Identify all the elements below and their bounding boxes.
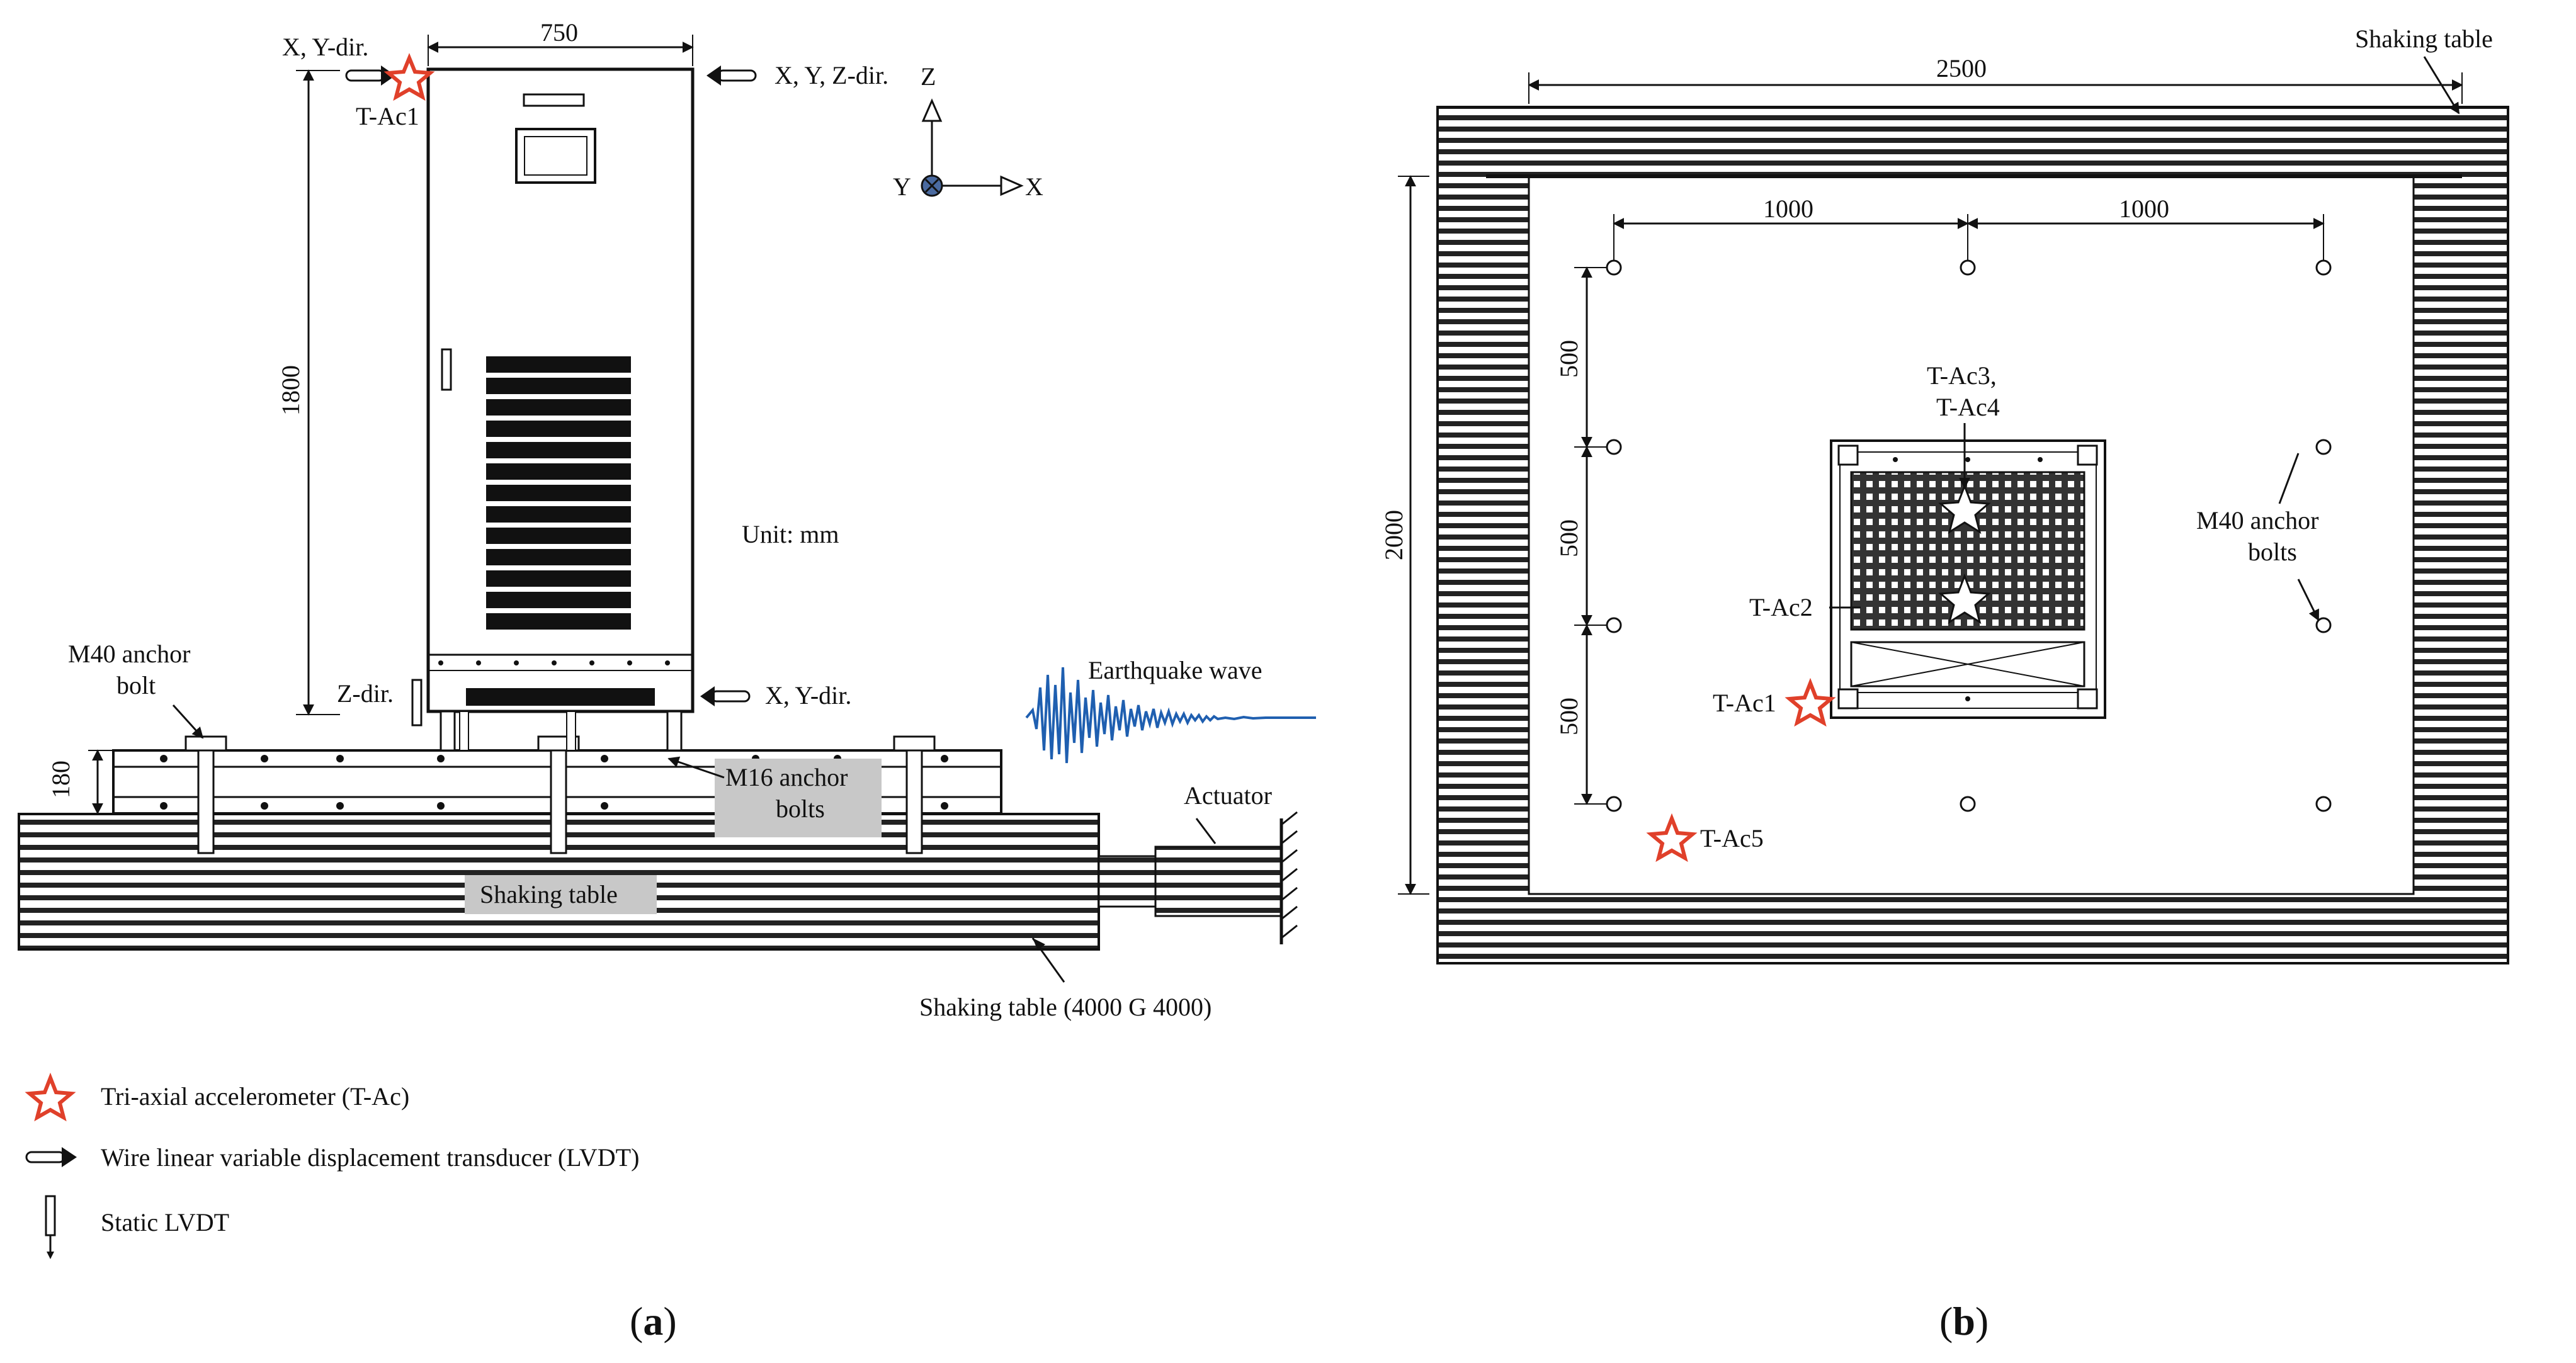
dim-500-top: 500 — [1555, 340, 1583, 378]
m40-label-a-line2: bolt — [116, 671, 156, 699]
axis-y-label: Y — [893, 172, 911, 201]
earthquake-wave-label: Earthquake wave — [1088, 656, 1262, 684]
dim-1000-left: 1000 — [1763, 195, 1813, 223]
tac1-label-b: T-Ac1 — [1713, 689, 1776, 717]
tac1-label-a: T-Ac1 — [356, 102, 419, 130]
arrow-icon — [25, 1147, 77, 1167]
dim-1000-right: 1000 — [2119, 195, 2169, 223]
xy-dir-bottom: X, Y-dir. — [765, 681, 851, 710]
cabinet-top-view — [1830, 439, 2106, 719]
m40-bolts-a — [184, 735, 936, 854]
caption-b: (b) — [1939, 1299, 1989, 1343]
accelerometer-star-icon — [1938, 573, 1991, 625]
caption-a: (a) — [630, 1299, 677, 1343]
axis-z-label: Z — [921, 62, 936, 91]
shaking-table-label-a: Shaking table — [480, 880, 618, 908]
vent-grille — [466, 356, 655, 706]
accelerometer-star-icon — [383, 53, 435, 101]
xy-dir-top-left: X, Y-dir. — [282, 33, 368, 61]
z-dir-label: Z-dir. — [337, 679, 394, 708]
legend-static-lvdt: Static LVDT — [101, 1208, 229, 1236]
m40-label-b-line2: bolts — [2248, 538, 2297, 566]
axis-x-label: X — [1025, 172, 1043, 201]
m40-bolts-b — [1606, 259, 2332, 812]
tac34-line1: T-Ac3, — [1927, 361, 1997, 390]
actuator — [1098, 811, 1298, 944]
static-lvdt-icon — [45, 1195, 56, 1259]
m16-label-line2: bolts — [776, 795, 825, 823]
accelerometer-star-icon — [1938, 483, 1991, 534]
star-icon — [25, 1072, 76, 1122]
shaking-table-size-label: Shaking table (4000 G 4000) — [919, 993, 1211, 1021]
legend-wire-lvdt: Wire linear variable displacement transd… — [101, 1143, 639, 1172]
unit-label: Unit: mm — [742, 520, 839, 548]
dim-2000: 2000 — [1380, 510, 1408, 560]
panel-a: Actuator Shaking table M16 anchor bolts — [18, 18, 1316, 1343]
dim-500-bottom: 500 — [1555, 698, 1583, 735]
shaking-table-label-b: Shaking table — [2355, 25, 2493, 53]
cabinet — [426, 67, 695, 752]
dim-1800: 1800 — [276, 365, 305, 416]
xyz-dir-top-right: X, Y, Z-dir. — [775, 61, 888, 89]
dim-750: 750 — [540, 18, 578, 47]
legend: Tri-axial accelerometer (T-Ac) Wire line… — [25, 1072, 639, 1259]
earthquake-wave — [1025, 667, 1316, 764]
shaking-table-label-box — [465, 875, 657, 914]
axes-icon — [921, 98, 1024, 197]
static-lvdt-a — [411, 679, 423, 727]
dim-180: 180 — [47, 761, 75, 798]
m40-label-a-line1: M40 anchor — [68, 640, 190, 668]
tac34-line2: T-Ac4 — [1936, 393, 2000, 421]
dim-500-mid: 500 — [1555, 519, 1583, 557]
panel-b: Shaking table 2500 2000 1000 1000 500 50… — [1380, 25, 2509, 1343]
tac2-label: T-Ac2 — [1749, 593, 1813, 621]
accelerometer-star-icon — [1646, 813, 1698, 862]
legend-accelerometer: Tri-axial accelerometer (T-Ac) — [101, 1082, 409, 1111]
accelerometer-star-icon — [1784, 677, 1836, 727]
m16-label-box — [715, 759, 882, 837]
m40-label-b-line1: M40 anchor — [2196, 506, 2318, 534]
m16-label-line1: M16 anchor — [725, 763, 848, 791]
wire-lvdt-icon — [706, 65, 757, 86]
wire-lvdt-icon — [700, 686, 751, 706]
dim-2500: 2500 — [1936, 54, 1987, 82]
actuator-label: Actuator — [1184, 781, 1272, 810]
tac5-label: T-Ac5 — [1700, 824, 1764, 852]
wire-lvdt-icon — [345, 65, 395, 86]
